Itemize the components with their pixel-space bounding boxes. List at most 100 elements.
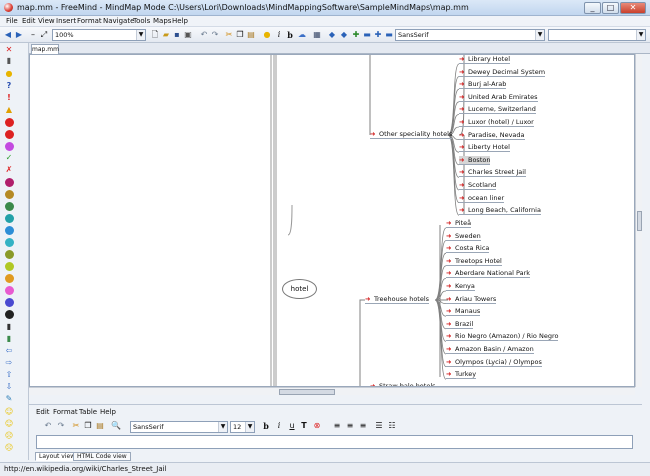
forward-icon[interactable]: ▶: [15, 30, 23, 39]
no-entry-icon[interactable]: [5, 130, 14, 139]
priority-9-icon[interactable]: [5, 274, 14, 283]
priority-5-icon[interactable]: [5, 226, 14, 235]
redo-icon[interactable]: ↷: [211, 30, 219, 39]
child-node[interactable]: Library Hotel: [459, 55, 511, 64]
priority-11-icon[interactable]: [5, 298, 14, 307]
child-node[interactable]: Burj al-Arab: [459, 80, 507, 90]
fit-icon[interactable]: ⤢: [40, 30, 48, 39]
menu-insert[interactable]: Insert: [56, 17, 77, 25]
copy-icon[interactable]: ❐: [236, 30, 244, 39]
editor-menu-edit[interactable]: Edit: [36, 408, 50, 416]
menu-maps[interactable]: Maps: [153, 17, 172, 25]
remove-node-icon[interactable]: ▬: [363, 30, 371, 39]
cancel-icon[interactable]: ✗: [5, 165, 13, 174]
ok-icon[interactable]: ✓: [5, 153, 13, 162]
zoom-out-icon[interactable]: –: [31, 30, 35, 39]
bullet-list-icon[interactable]: ☷: [388, 421, 396, 430]
priority-6-icon[interactable]: [5, 238, 14, 247]
note-text-area[interactable]: [36, 435, 633, 449]
branch-node[interactable]: Straw bale hotels: [370, 382, 436, 386]
menu-navigate[interactable]: Navigate: [103, 17, 135, 25]
cut-icon[interactable]: ✂: [225, 30, 233, 39]
child-node[interactable]: Paradise, Nevada: [459, 131, 525, 140]
child-node[interactable]: Scotland: [459, 181, 497, 190]
bold-icon[interactable]: b: [263, 421, 269, 431]
priority-icon[interactable]: [5, 142, 14, 151]
search-combo[interactable]: ▼: [548, 29, 646, 41]
arrow-up-icon[interactable]: ⇧: [5, 370, 13, 379]
idea-icon[interactable]: ●: [5, 69, 13, 78]
child-node[interactable]: Rio Negro (Amazon) / Rio Negro: [446, 332, 559, 342]
smiley-icon[interactable]: ☺: [4, 407, 14, 416]
text-color-icon[interactable]: T: [301, 421, 307, 430]
editor-menu-help[interactable]: Help: [100, 408, 116, 416]
traffic-light-icon[interactable]: ▮: [6, 322, 12, 331]
priority-3-icon[interactable]: [5, 202, 14, 211]
remove-icon-button[interactable]: ✕: [5, 45, 13, 54]
arrow-forward-icon[interactable]: ⇨: [5, 358, 13, 367]
menu-view[interactable]: View: [38, 17, 55, 25]
trash-icon[interactable]: ▮: [6, 56, 12, 65]
cut-icon[interactable]: ✂: [72, 421, 80, 430]
child-node[interactable]: Ariau Towers: [446, 295, 497, 304]
align-left-icon[interactable]: ≡: [333, 421, 341, 430]
zoom-minus-icon[interactable]: ▬: [385, 30, 393, 39]
tab-map[interactable]: map.mm: [31, 44, 59, 54]
align-center-icon[interactable]: ≡: [346, 421, 354, 430]
mind-map-canvas[interactable]: hotel Other speciality hotels Library Hot…: [29, 54, 635, 387]
horizontal-scrollbar[interactable]: [29, 387, 635, 395]
menu-format[interactable]: Format: [77, 17, 102, 25]
tab-html-code-view[interactable]: HTML Code view: [73, 452, 131, 461]
menu-edit[interactable]: Edit: [22, 17, 36, 25]
font-combo[interactable]: SansSerif▼: [395, 29, 545, 41]
priority-2-icon[interactable]: [5, 190, 14, 199]
arrow-back-icon[interactable]: ⇦: [5, 346, 13, 355]
child-node[interactable]: Amazon Basin / Amazon: [446, 345, 534, 354]
save-as-icon[interactable]: ▣: [184, 30, 192, 39]
child-node[interactable]: Luxor (hotel) / Luxor: [459, 118, 534, 127]
idea-icon[interactable]: ●: [263, 30, 271, 39]
flag-icon[interactable]: ▮: [6, 334, 12, 343]
undo-icon[interactable]: ↶: [200, 30, 208, 39]
paste-icon[interactable]: ▤: [247, 30, 255, 39]
arrow-down-icon[interactable]: ⇩: [5, 382, 13, 391]
maximize-button[interactable]: □: [602, 2, 619, 14]
copy-icon[interactable]: ❐: [84, 421, 92, 430]
editor-menu-format[interactable]: Format: [53, 408, 78, 416]
important-icon[interactable]: !: [7, 93, 11, 102]
horizontal-scroll-thumb[interactable]: [279, 389, 335, 395]
child-node[interactable]: Turkey: [446, 370, 477, 380]
arrow-right-icon[interactable]: ◆: [340, 30, 348, 39]
center-node[interactable]: hotel: [282, 279, 317, 299]
numbered-list-icon[interactable]: ☰: [375, 421, 383, 430]
priority-12-icon[interactable]: [5, 310, 14, 319]
menu-file[interactable]: File: [6, 17, 18, 25]
child-node[interactable]: ocean liner: [459, 194, 505, 203]
clear-format-icon[interactable]: ⊗: [313, 421, 321, 430]
editor-menu-table[interactable]: Table: [79, 408, 98, 416]
vertical-scroll-thumb[interactable]: [637, 211, 642, 231]
child-node[interactable]: Charles Street Jail: [459, 168, 526, 178]
branch-node[interactable]: Other speciality hotels: [370, 130, 453, 139]
editor-size-combo[interactable]: 12▼: [230, 421, 255, 433]
editor-font-combo[interactable]: SansSerif▼: [130, 421, 228, 433]
smiley-angry-icon[interactable]: ☹: [4, 443, 14, 452]
child-node[interactable]: Kenya: [446, 282, 475, 291]
bold-icon[interactable]: b: [287, 30, 293, 40]
vertical-scrollbar[interactable]: [635, 54, 642, 387]
underline-icon[interactable]: u: [289, 421, 295, 430]
paste-icon[interactable]: ▤: [96, 421, 104, 430]
child-node[interactable]: Boston: [459, 155, 491, 165]
child-node[interactable]: United Arab Emirates: [459, 93, 538, 102]
find-icon[interactable]: 🔍: [111, 421, 121, 430]
cloud-icon[interactable]: ☁: [298, 30, 306, 39]
child-node[interactable]: Dewey Decimal System: [459, 68, 546, 77]
branch-node[interactable]: Treehouse hotels: [365, 295, 430, 304]
warning-icon[interactable]: ▲: [5, 105, 13, 114]
child-node[interactable]: Long Beach, California: [459, 206, 541, 216]
chevron-down-icon[interactable]: ▼: [136, 30, 145, 40]
child-node[interactable]: Treetops Hotel: [446, 257, 502, 266]
stop-icon[interactable]: [5, 118, 14, 127]
chevron-down-icon[interactable]: ▼: [245, 422, 254, 432]
open-icon[interactable]: ▰: [162, 30, 170, 39]
